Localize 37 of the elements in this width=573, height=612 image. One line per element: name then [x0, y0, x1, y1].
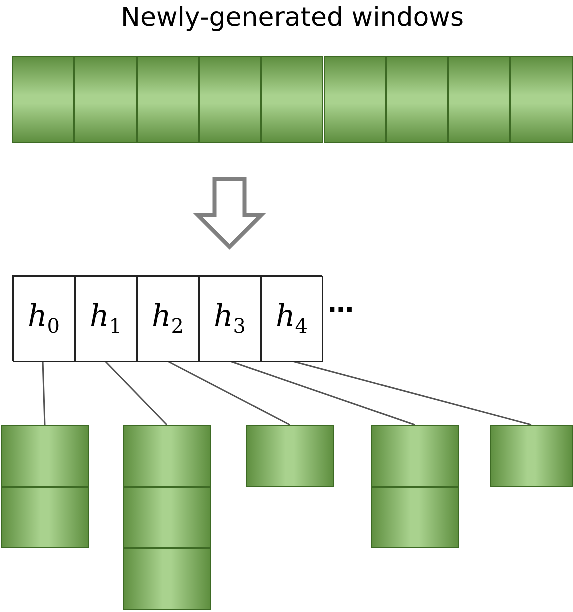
- hash-label: h$_{4}$: [276, 302, 308, 336]
- window-cell: [324, 56, 386, 143]
- bucket-cell: [1, 486, 89, 548]
- hash-label: h$_{0}$: [28, 302, 60, 336]
- bucket-cell: [1, 425, 89, 486]
- connector-line: [104, 360, 168, 426]
- window-cell: [510, 56, 573, 143]
- hash-cell: [13, 276, 75, 362]
- window-cell: [74, 56, 137, 143]
- hash-cell: [261, 276, 323, 362]
- bucket-cell: [123, 486, 211, 548]
- hash-cell: [137, 276, 199, 362]
- down-arrow: [192, 177, 267, 250]
- window-cell: [198, 56, 262, 143]
- bucket-cell: [371, 486, 459, 548]
- window-cell: [261, 56, 324, 143]
- hash-label: h$_{3}$: [214, 302, 246, 336]
- strip-title: Newly-generated windows: [120, 2, 465, 34]
- window-cell: [136, 56, 199, 143]
- window-cell: [448, 56, 510, 143]
- bucket-cell: [123, 548, 211, 610]
- ellipsis-label: ⋯: [328, 296, 354, 326]
- bucket-cell: [371, 425, 459, 486]
- bucket-cell: [123, 425, 211, 486]
- connector-line: [228, 360, 416, 426]
- window-cell: [386, 56, 448, 143]
- hash-cell: [199, 276, 261, 362]
- connector-line: [42, 360, 46, 426]
- hash-cell: [75, 276, 137, 362]
- hash-table: [12, 275, 322, 361]
- window-cell: [12, 56, 74, 143]
- hash-label: h$_{2}$: [152, 302, 184, 336]
- connector-line: [290, 360, 532, 426]
- hash-label: h$_{1}$: [90, 302, 122, 336]
- bucket-cell: [490, 425, 573, 486]
- bucket-cell: [246, 425, 334, 486]
- connector-line: [166, 360, 290, 426]
